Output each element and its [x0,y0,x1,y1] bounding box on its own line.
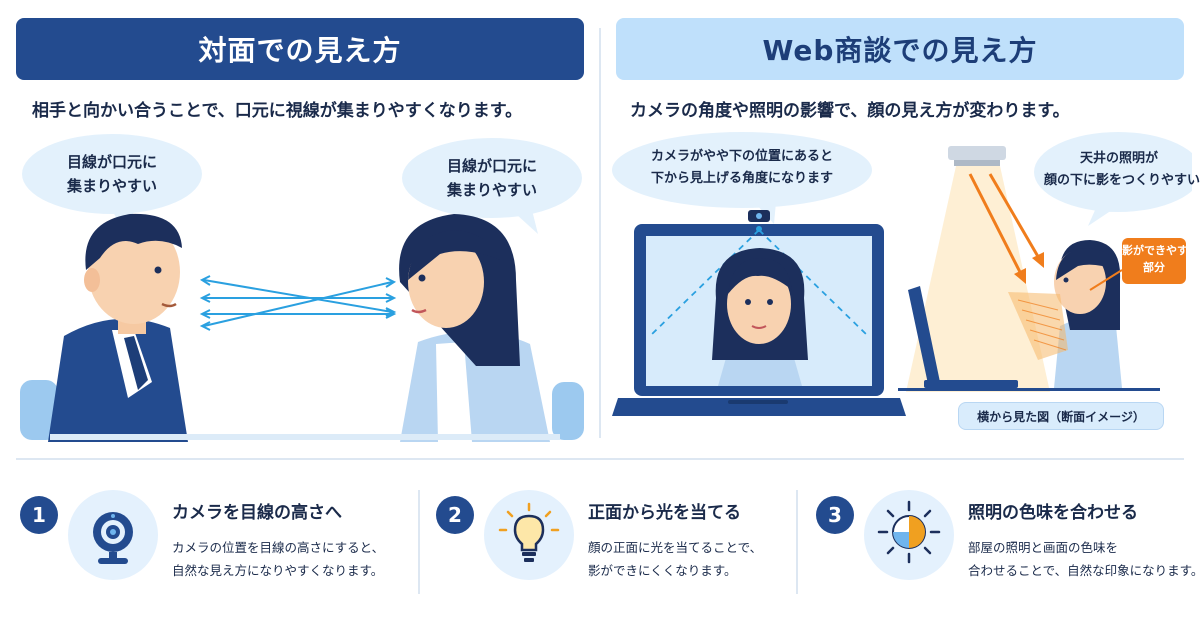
web-meeting-illustration [612,132,1200,416]
tip-description: カメラの位置を目線の高さにすると、 自然な見え方になりやすくなります。 [172,540,385,579]
webcam-icon [68,490,158,580]
gaze-arrows [199,275,397,331]
shadow-area-tag: 影ができやすい 部分 [1122,238,1199,284]
table-edge [50,434,560,440]
tip-description: 部屋の照明と画面の色味を 合わせることで、自然な印象になります。 [968,540,1200,579]
speech-bubble-light [1034,132,1200,226]
tip-number: 3 [816,496,854,534]
side-woman-figure [1008,240,1123,388]
man-figure [48,213,188,442]
web-meeting-title: Web商談での見え方 [616,18,1184,80]
face-to-face-illustration [20,134,584,442]
woman-figure [399,214,550,442]
ceiling-light [906,146,1050,392]
tip-divider [796,490,798,594]
vertical-divider [599,28,601,438]
bubble-left-text: 目線が口元に 集まりやすい [66,153,157,195]
tip-1: 1 カメラを目線の高さへ カメラの位置を目線の高さにすると、 自然な見え方になり… [20,484,420,604]
tip-description: 顔の正面に光を当てることで、 影ができにくくなります。 [588,540,763,579]
chair-right [552,382,584,440]
camera-bubble-text: カメラがやや下の位置にあると 下から見上げる角度になります [650,149,833,187]
horizontal-divider [16,458,1184,460]
tip-number: 1 [20,496,58,534]
bubble-right-text: 目線が口元に 集まりやすい [446,157,537,199]
tip-number: 2 [436,496,474,534]
side-view-label: 横から見た図（断面イメージ） [958,402,1164,430]
web-meeting-subtitle: カメラの角度や照明の影響で、顔の見え方が変わります。 [630,101,1070,121]
light-bubble-text: 天井の照明が 顔の下に影をつくりやすい [1044,151,1200,189]
web-meeting-scene: カメラがやや下の位置にあると 下から見上げる角度になります 天井の照明が 顔の下… [608,130,1200,442]
tip-divider [418,490,420,594]
chair-left [20,380,58,440]
light-color-icon [864,490,954,580]
laptop [612,210,906,416]
tip-title: 正面から光を当てる [588,503,741,523]
speech-bubble-right [402,138,582,234]
face-to-face-subtitle: 相手と向かい合うことで、口元に視線が集まりやすくなります。 [32,101,523,121]
tip-title: カメラを目線の高さへ [172,503,342,523]
face-to-face-scene: 目線が口元に 集まりやすい 目線が口元に 集まりやすい [20,130,590,442]
lightbulb-icon [484,490,574,580]
face-to-face-title: 対面での見え方 [16,18,584,80]
tip-2: 2 正面から光を当てる 顔の正面に光を当てることで、 影ができにくくなります。 [436,484,796,604]
side-laptop [898,286,1160,391]
tip-3: 3 照明の色味を合わせる 部屋の照明と画面の色味を [816,484,1200,604]
tips-section: 1 カメラを目線の高さへ カメラの位置を目線の高さにすると、 自然な見え方になり… [0,470,1200,630]
tip-title: 照明の色味を合わせる [968,503,1138,523]
